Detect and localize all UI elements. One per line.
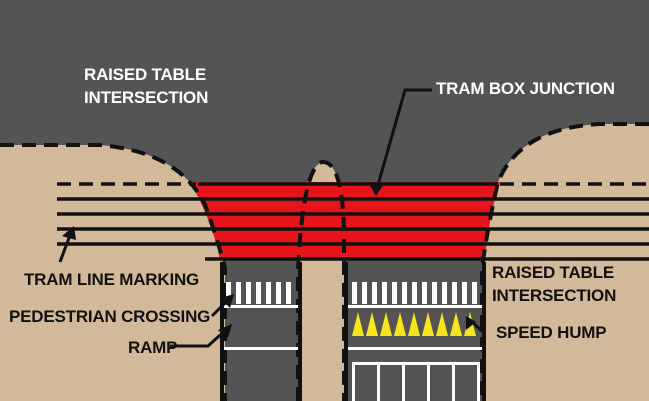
right-verge	[482, 124, 649, 401]
ramp-lines	[224, 347, 482, 350]
label-raised-table-top-line2: INTERSECTION	[84, 88, 208, 107]
label-raised-table-right-line2: INTERSECTION	[492, 286, 616, 305]
label-speed-hump: SPEED HUMP	[496, 323, 606, 342]
lane-boundaries	[220, 262, 486, 401]
label-pedestrian-crossing: PEDESTRIAN CROSSING	[9, 307, 210, 326]
label-raised-table-right-line1: RAISED TABLE	[492, 263, 614, 282]
label-ramp: RAMP	[128, 338, 177, 357]
label-tram-box-junction: TRAM BOX JUNCTION	[436, 79, 615, 98]
label-raised-table-top-line1: RAISED TABLE	[84, 65, 206, 84]
label-tram-line-marking: TRAM LINE MARKING	[24, 270, 199, 289]
speed-hump-markings	[352, 312, 476, 336]
tram-line-markings	[57, 182, 649, 261]
left-verge	[0, 145, 225, 401]
lower-lane-grid	[352, 362, 480, 401]
verge-dashed-edges	[0, 122, 649, 401]
pedestrian-crossing-right	[348, 282, 482, 308]
pedestrian-crossing-left	[224, 282, 298, 308]
arrow-heads	[62, 182, 476, 338]
